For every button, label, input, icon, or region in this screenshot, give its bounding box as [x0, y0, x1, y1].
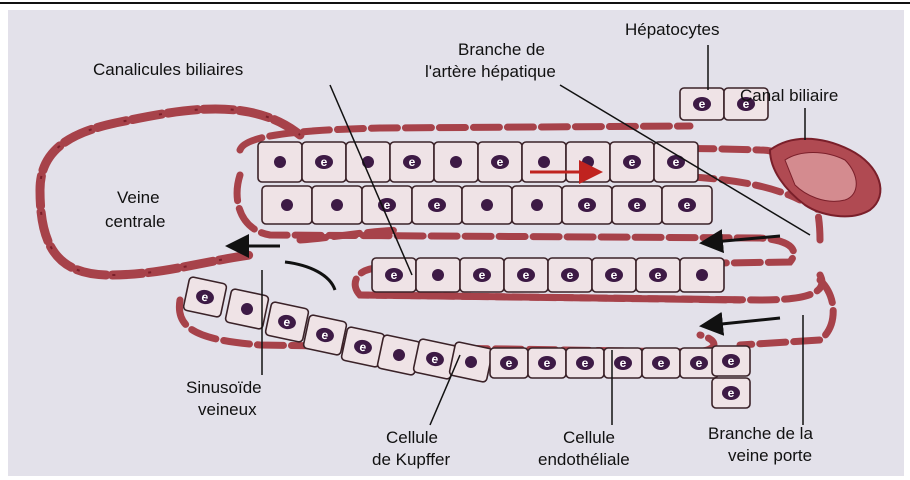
cell-letter: e — [728, 386, 735, 400]
cell-nucleus — [274, 156, 286, 168]
label-artere-line2: l'artère hépatique — [425, 62, 556, 82]
hepatocyte-plate-middle: eeeeee — [372, 258, 724, 292]
cell-letter: e — [655, 268, 662, 282]
label-veine-line1: Veine — [117, 188, 160, 208]
hepatocyte-cell: e — [460, 258, 504, 292]
hepatocyte-cell — [680, 258, 724, 292]
cell-nucleus — [450, 156, 462, 168]
cell-nucleus — [432, 269, 444, 281]
cell-nucleus — [538, 156, 550, 168]
central-curve — [285, 262, 335, 290]
label-kupffer-line2: de Kupffer — [372, 450, 450, 470]
central-vein-wall — [40, 109, 300, 275]
hepatocyte-cell: e — [610, 142, 654, 182]
hepatocyte-cell: e — [390, 142, 434, 182]
hepatocyte-cell: e — [680, 88, 724, 120]
hepatocyte-cell: e — [712, 378, 750, 408]
cell-letter: e — [629, 155, 636, 169]
hepatocyte-cell: e — [265, 301, 309, 342]
cell-letter: e — [611, 268, 618, 282]
cell-letter: e — [728, 354, 735, 368]
hepatocyte-cell: e — [654, 142, 698, 182]
label-sinusoide-line2: veineux — [198, 400, 257, 420]
label-kupffer-line1: Cellule — [386, 428, 438, 448]
cell-letter: e — [696, 356, 703, 370]
hepatocyte-cell: e — [612, 186, 662, 224]
hepatocyte-cell — [434, 142, 478, 182]
cell-letter: e — [620, 356, 627, 370]
hepatocyte-cell: e — [183, 276, 227, 317]
label-sinusoide-line1: Sinusoïde — [186, 378, 262, 398]
cell-letter: e — [321, 155, 328, 169]
cell-letter: e — [544, 356, 551, 370]
cell-letter: e — [684, 198, 691, 212]
cell-letter: e — [497, 155, 504, 169]
cell-nucleus — [696, 269, 708, 281]
hepatocyte-cell — [566, 142, 610, 182]
cell-letter: e — [567, 268, 574, 282]
hepatocyte-cell — [512, 186, 562, 224]
cell-letter: e — [658, 356, 665, 370]
hepatocyte-cell: e — [662, 186, 712, 224]
hepatocyte-cell: e — [548, 258, 592, 292]
label-endothelial-line2: endothéliale — [538, 450, 630, 470]
cell-nucleus — [582, 156, 594, 168]
hepatocyte-cell: e — [562, 186, 612, 224]
label-hepatocytes: Hépatocytes — [625, 20, 720, 40]
cell-letter: e — [506, 356, 513, 370]
cell-letter: e — [391, 268, 398, 282]
label-canal-biliaire: Canal biliaire — [740, 86, 838, 106]
hepatocyte-cell — [346, 142, 390, 182]
cell-letter: e — [634, 198, 641, 212]
hepatocyte-cell: e — [712, 346, 750, 376]
hepatocyte-cell: e — [604, 348, 642, 378]
label-veine-porte-line2: veine porte — [728, 446, 812, 466]
hepatocyte-cell: e — [412, 186, 462, 224]
hepatocyte-cell: e — [566, 348, 604, 378]
hepatocyte-cell — [258, 142, 302, 182]
cell-letter: e — [523, 268, 530, 282]
label-veine-porte-line1: Branche de la — [708, 424, 813, 444]
cell-nucleus — [281, 199, 293, 211]
hepatocyte-cell: e — [372, 258, 416, 292]
hepatocyte-cell — [262, 186, 312, 224]
hepatocyte-cell — [449, 341, 493, 382]
hepatocyte-cell: e — [504, 258, 548, 292]
hepatocyte-cell: e — [478, 142, 522, 182]
bile-duct — [770, 139, 880, 217]
cell-letter: e — [582, 356, 589, 370]
label-artere-line1: Branche de — [458, 40, 545, 60]
hepatocyte-cell: e — [490, 348, 528, 378]
portal-flow-arrow-2 — [702, 318, 780, 326]
hepatocyte-plate-top: eeeee — [258, 142, 698, 182]
hepatocyte-cell — [522, 142, 566, 182]
hepatocyte-cell: e — [636, 258, 680, 292]
label-canalicules: Canalicules biliaires — [93, 60, 243, 80]
cell-nucleus — [331, 199, 343, 211]
hepatocyte-cell — [312, 186, 362, 224]
cell-letter: e — [673, 155, 680, 169]
cell-letter: e — [584, 198, 591, 212]
hepatocyte-cell: e — [642, 348, 680, 378]
hepatocyte-cell: e — [528, 348, 566, 378]
cell-nucleus — [481, 199, 493, 211]
cell-letter: e — [479, 268, 486, 282]
cell-letter: e — [434, 198, 441, 212]
label-endothelial-line1: Cellule — [563, 428, 615, 448]
cell-letter: e — [699, 97, 706, 111]
hepatocyte-cell: e — [592, 258, 636, 292]
cell-letter: e — [409, 155, 416, 169]
hepatocyte-cell: e — [302, 142, 346, 182]
hepatocyte-cell: e — [303, 314, 347, 355]
cell-nucleus — [531, 199, 543, 211]
label-veine-line2: centrale — [105, 212, 165, 232]
hepatocyte-cell — [416, 258, 460, 292]
hepatocyte-cell — [462, 186, 512, 224]
